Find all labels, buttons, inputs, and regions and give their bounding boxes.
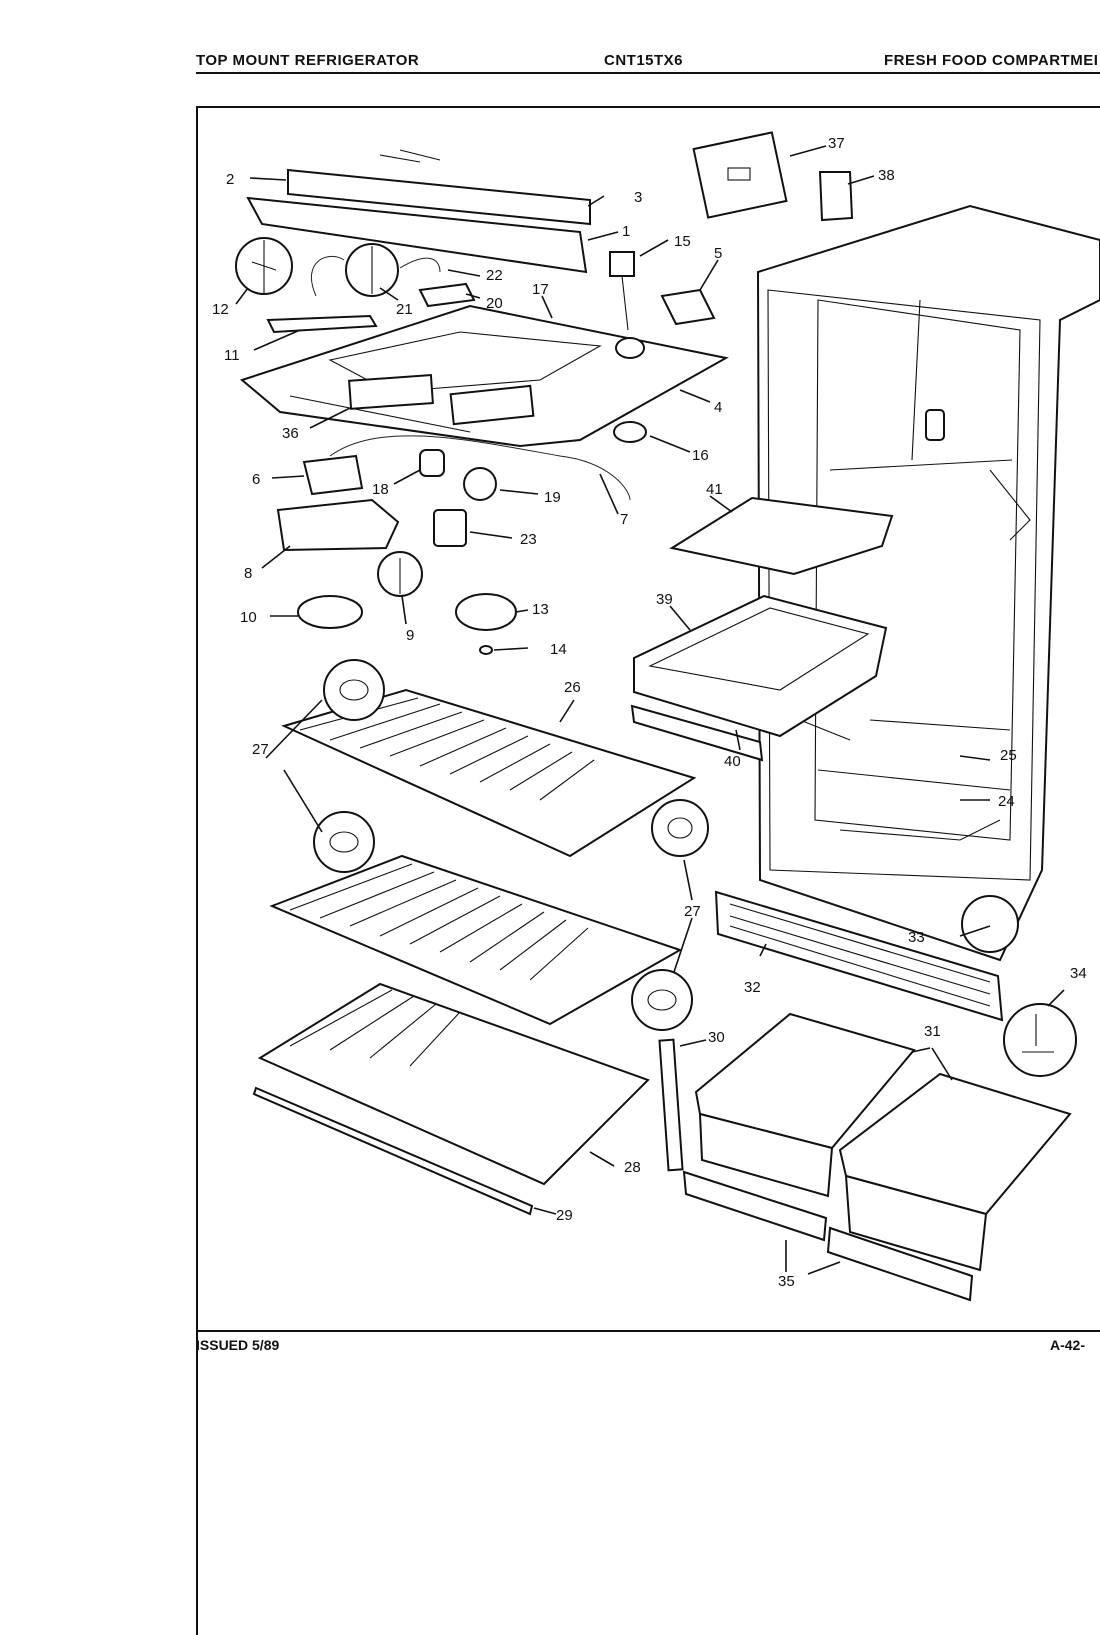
part-15-knob <box>609 251 635 277</box>
callout-2: 2 <box>226 171 234 188</box>
part-35-rail-left <box>682 1170 828 1242</box>
diagram-frame <box>196 106 1100 1635</box>
part-19-bulb <box>463 467 497 501</box>
exploded-parts-diagram: 2 3 1 15 5 17 22 20 21 12 11 4 36 6 16 1… <box>212 131 1100 1302</box>
callout-21: 21 <box>396 301 413 318</box>
callout-29: 29 <box>556 1207 573 1224</box>
header-model-type: TOP MOUNT REFRIGERATOR <box>196 52 420 69</box>
footer-page-code: A-42- <box>1050 1337 1086 1353</box>
part-23-switch <box>433 509 467 547</box>
callout-11: 11 <box>224 347 240 364</box>
part-39-meat-pan <box>633 594 888 738</box>
part-11-socket <box>266 314 378 334</box>
callout-5: 5 <box>714 245 722 262</box>
detail-circle-33 <box>961 895 1019 953</box>
control-housing-drawing <box>239 304 729 448</box>
callout-15: 15 <box>674 233 691 250</box>
callout-17: 17 <box>532 281 549 298</box>
callout-labels: 2 3 1 15 5 17 22 20 21 12 11 4 36 6 16 1… <box>212 135 1087 1290</box>
part-6-thermostat <box>302 454 364 496</box>
part-5-block <box>660 288 716 326</box>
part-20-bracket <box>418 282 476 308</box>
part-27-shelf-2 <box>269 854 683 1026</box>
light-shield-assembly <box>246 149 591 274</box>
callout-18: 18 <box>372 481 389 498</box>
callout-19: 19 <box>544 489 561 506</box>
callout-32: 32 <box>744 979 761 996</box>
callout-37: 37 <box>828 135 845 152</box>
callout-35: 35 <box>778 1273 795 1290</box>
header-section-title: FRESH FOOD COMPARTMEI <box>884 52 1099 69</box>
part-18-socket <box>419 449 445 477</box>
callout-10: 10 <box>240 609 257 626</box>
part-28-glass-shelf <box>257 982 650 1186</box>
part-16-cap <box>613 421 647 443</box>
detail-circle-34 <box>1003 1003 1077 1077</box>
callout-27-right: 27 <box>684 903 701 920</box>
part-29-trim <box>252 1086 534 1216</box>
callout-6: 6 <box>252 471 260 488</box>
part-38-clip <box>818 171 854 222</box>
callout-7: 7 <box>620 511 628 528</box>
callout-31: 31 <box>924 1023 941 1040</box>
leader-lines <box>235 145 1065 1275</box>
header-model-number: CNT15TX6 <box>604 52 684 69</box>
callout-24: 24 <box>998 793 1015 810</box>
part-8-box <box>276 498 400 552</box>
detail-circle-27b <box>313 811 375 873</box>
callout-20: 20 <box>486 295 503 312</box>
callout-23: 23 <box>520 531 537 548</box>
callout-9: 9 <box>406 627 414 644</box>
callout-38: 38 <box>878 167 895 184</box>
footer-rule <box>196 1330 1100 1332</box>
part-37-plate <box>692 131 788 219</box>
detail-circle-27d <box>631 969 693 1031</box>
footer-issue-date: ISSUED 5/89 <box>196 1337 280 1353</box>
callout-39: 39 <box>656 591 673 608</box>
callout-41: 41 <box>706 481 723 498</box>
part-7-wire <box>329 435 631 501</box>
callout-25: 25 <box>1000 747 1017 764</box>
callout-26: 26 <box>564 679 581 696</box>
callout-8: 8 <box>244 565 252 582</box>
callout-3: 3 <box>634 189 642 206</box>
detail-circle-27c <box>651 799 709 857</box>
callout-33: 33 <box>908 929 925 946</box>
callout-4: 4 <box>714 399 722 416</box>
part-31-crisper-right <box>838 1072 1072 1272</box>
part-10-knob <box>297 595 363 629</box>
part-41-shelf <box>669 496 894 576</box>
callout-1: 1 <box>622 223 630 240</box>
part-30-rod <box>658 1038 684 1172</box>
callout-28: 28 <box>624 1159 641 1176</box>
callout-16: 16 <box>692 447 709 464</box>
detail-circle-27a <box>323 659 385 721</box>
callout-40: 40 <box>724 753 741 770</box>
callout-13: 13 <box>532 601 549 618</box>
part-40-cover <box>630 704 764 762</box>
part-13-knob <box>455 593 517 631</box>
callout-34: 34 <box>1070 965 1087 982</box>
callout-12: 12 <box>212 301 229 318</box>
cabinet-drawing <box>756 204 1100 962</box>
callout-30: 30 <box>708 1029 725 1046</box>
header-rule <box>196 72 1100 74</box>
part-14-washer <box>479 645 493 655</box>
part-31-crisper-left <box>694 1012 916 1198</box>
callout-36: 36 <box>282 425 299 442</box>
callout-14: 14 <box>550 641 567 658</box>
callout-22: 22 <box>486 267 503 284</box>
callout-27-left: 27 <box>252 741 269 758</box>
part-35-rail-right <box>826 1226 974 1302</box>
